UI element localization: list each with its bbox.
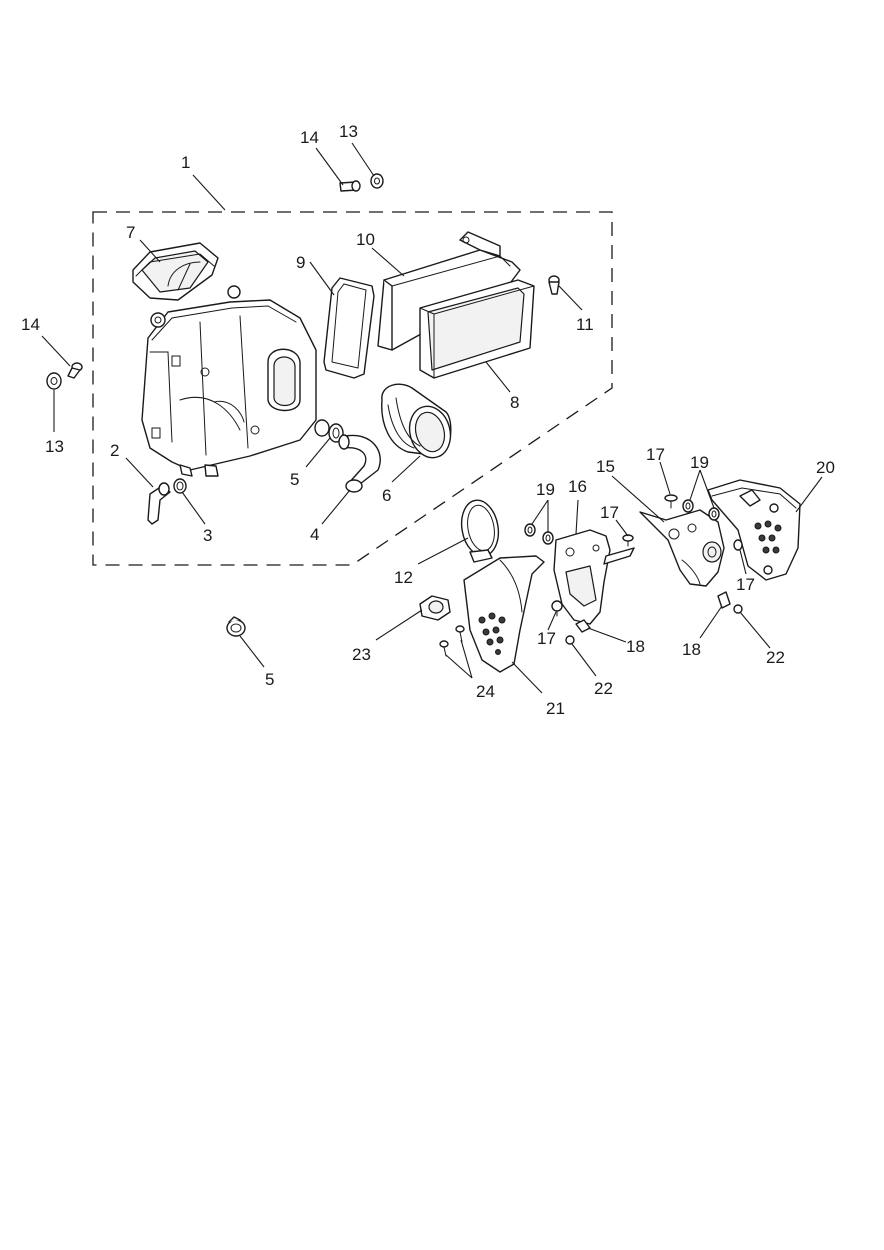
part-bolt-14-top[interactable] (339, 180, 361, 192)
part-mount-23[interactable] (419, 595, 451, 621)
part-grommet-19-left-b[interactable] (542, 531, 554, 545)
callout-13-top: 13 (339, 122, 358, 141)
callout-4: 4 (310, 525, 319, 544)
callout-17-center: 17 (537, 629, 556, 648)
callout-17-mid: 17 (600, 503, 619, 522)
part-screw-17-upper-mid[interactable] (622, 534, 634, 547)
callout-19-right: 19 (690, 453, 709, 472)
leader-lines (41, 142, 823, 694)
callout-23: 23 (352, 645, 371, 664)
part-cover-bracket-16[interactable] (553, 529, 635, 625)
part-filter-element[interactable] (419, 279, 535, 379)
callout-14-left: 14 (21, 315, 40, 334)
callout-7: 7 (126, 223, 135, 242)
part-drain-elbow[interactable] (147, 482, 171, 525)
part-screw-22-right[interactable] (733, 604, 743, 614)
part-grommet-19-right-b[interactable] (708, 507, 720, 521)
callout-18-right: 18 (682, 640, 701, 659)
part-bracket-15[interactable] (639, 509, 725, 587)
callout-15: 15 (596, 457, 615, 476)
part-clip-3[interactable] (173, 478, 187, 494)
part-screw-24-a[interactable] (455, 625, 465, 643)
part-filter-gasket[interactable] (323, 277, 375, 379)
callout-1: 1 (181, 153, 190, 172)
part-intake-boot[interactable] (381, 383, 456, 462)
callout-12: 12 (394, 568, 413, 587)
part-washer-13-top[interactable] (370, 173, 384, 189)
part-side-cover-21[interactable] (463, 555, 545, 673)
part-side-cover-20[interactable] (707, 479, 801, 581)
callout-18-center: 18 (626, 637, 645, 656)
callout-3: 3 (203, 526, 212, 545)
part-screw-17-right[interactable] (733, 539, 743, 551)
callout-5-lower: 5 (265, 670, 274, 689)
callout-20: 20 (816, 458, 835, 477)
callout-11: 11 (576, 315, 594, 334)
part-clip-18-right[interactable] (717, 591, 731, 609)
part-screw-17-center[interactable] (551, 600, 563, 617)
part-bolt-14-left[interactable] (67, 362, 83, 379)
callout-16: 16 (568, 477, 587, 496)
callout-17-top: 17 (646, 445, 665, 464)
part-screw-11[interactable] (548, 275, 560, 295)
part-clamp-lower[interactable] (226, 616, 246, 637)
part-screw-17-top-right[interactable] (664, 494, 678, 509)
callout-2: 2 (110, 441, 119, 460)
part-washer-13-left[interactable] (46, 372, 62, 390)
callout-19-left: 19 (536, 480, 555, 499)
part-screw-22-center[interactable] (565, 635, 575, 645)
callout-9: 9 (296, 253, 305, 272)
part-grommet-19-right-a[interactable] (682, 499, 694, 513)
callout-8: 8 (510, 393, 519, 412)
part-screw-24-b[interactable] (439, 640, 449, 657)
part-breather-hose[interactable] (338, 434, 381, 493)
callout-17-right: 17 (736, 575, 755, 594)
part-hose-clamp[interactable] (457, 497, 502, 563)
part-intake-snorkel[interactable] (132, 242, 219, 301)
callout-22-right: 22 (766, 648, 785, 667)
callout-5-upper: 5 (290, 470, 299, 489)
part-grommet-19-left-a[interactable] (524, 523, 536, 537)
callout-6: 6 (382, 486, 391, 505)
callout-24: 24 (476, 682, 495, 701)
part-clip-18-center[interactable] (575, 619, 591, 633)
part-airbox-housing[interactable] (141, 285, 317, 477)
callout-21: 21 (546, 699, 565, 718)
callout-14-top: 14 (300, 128, 319, 147)
callout-13-left: 13 (45, 437, 64, 456)
assembly-boundary (92, 211, 613, 566)
callout-22-center: 22 (594, 679, 613, 698)
callout-10: 10 (356, 230, 375, 249)
